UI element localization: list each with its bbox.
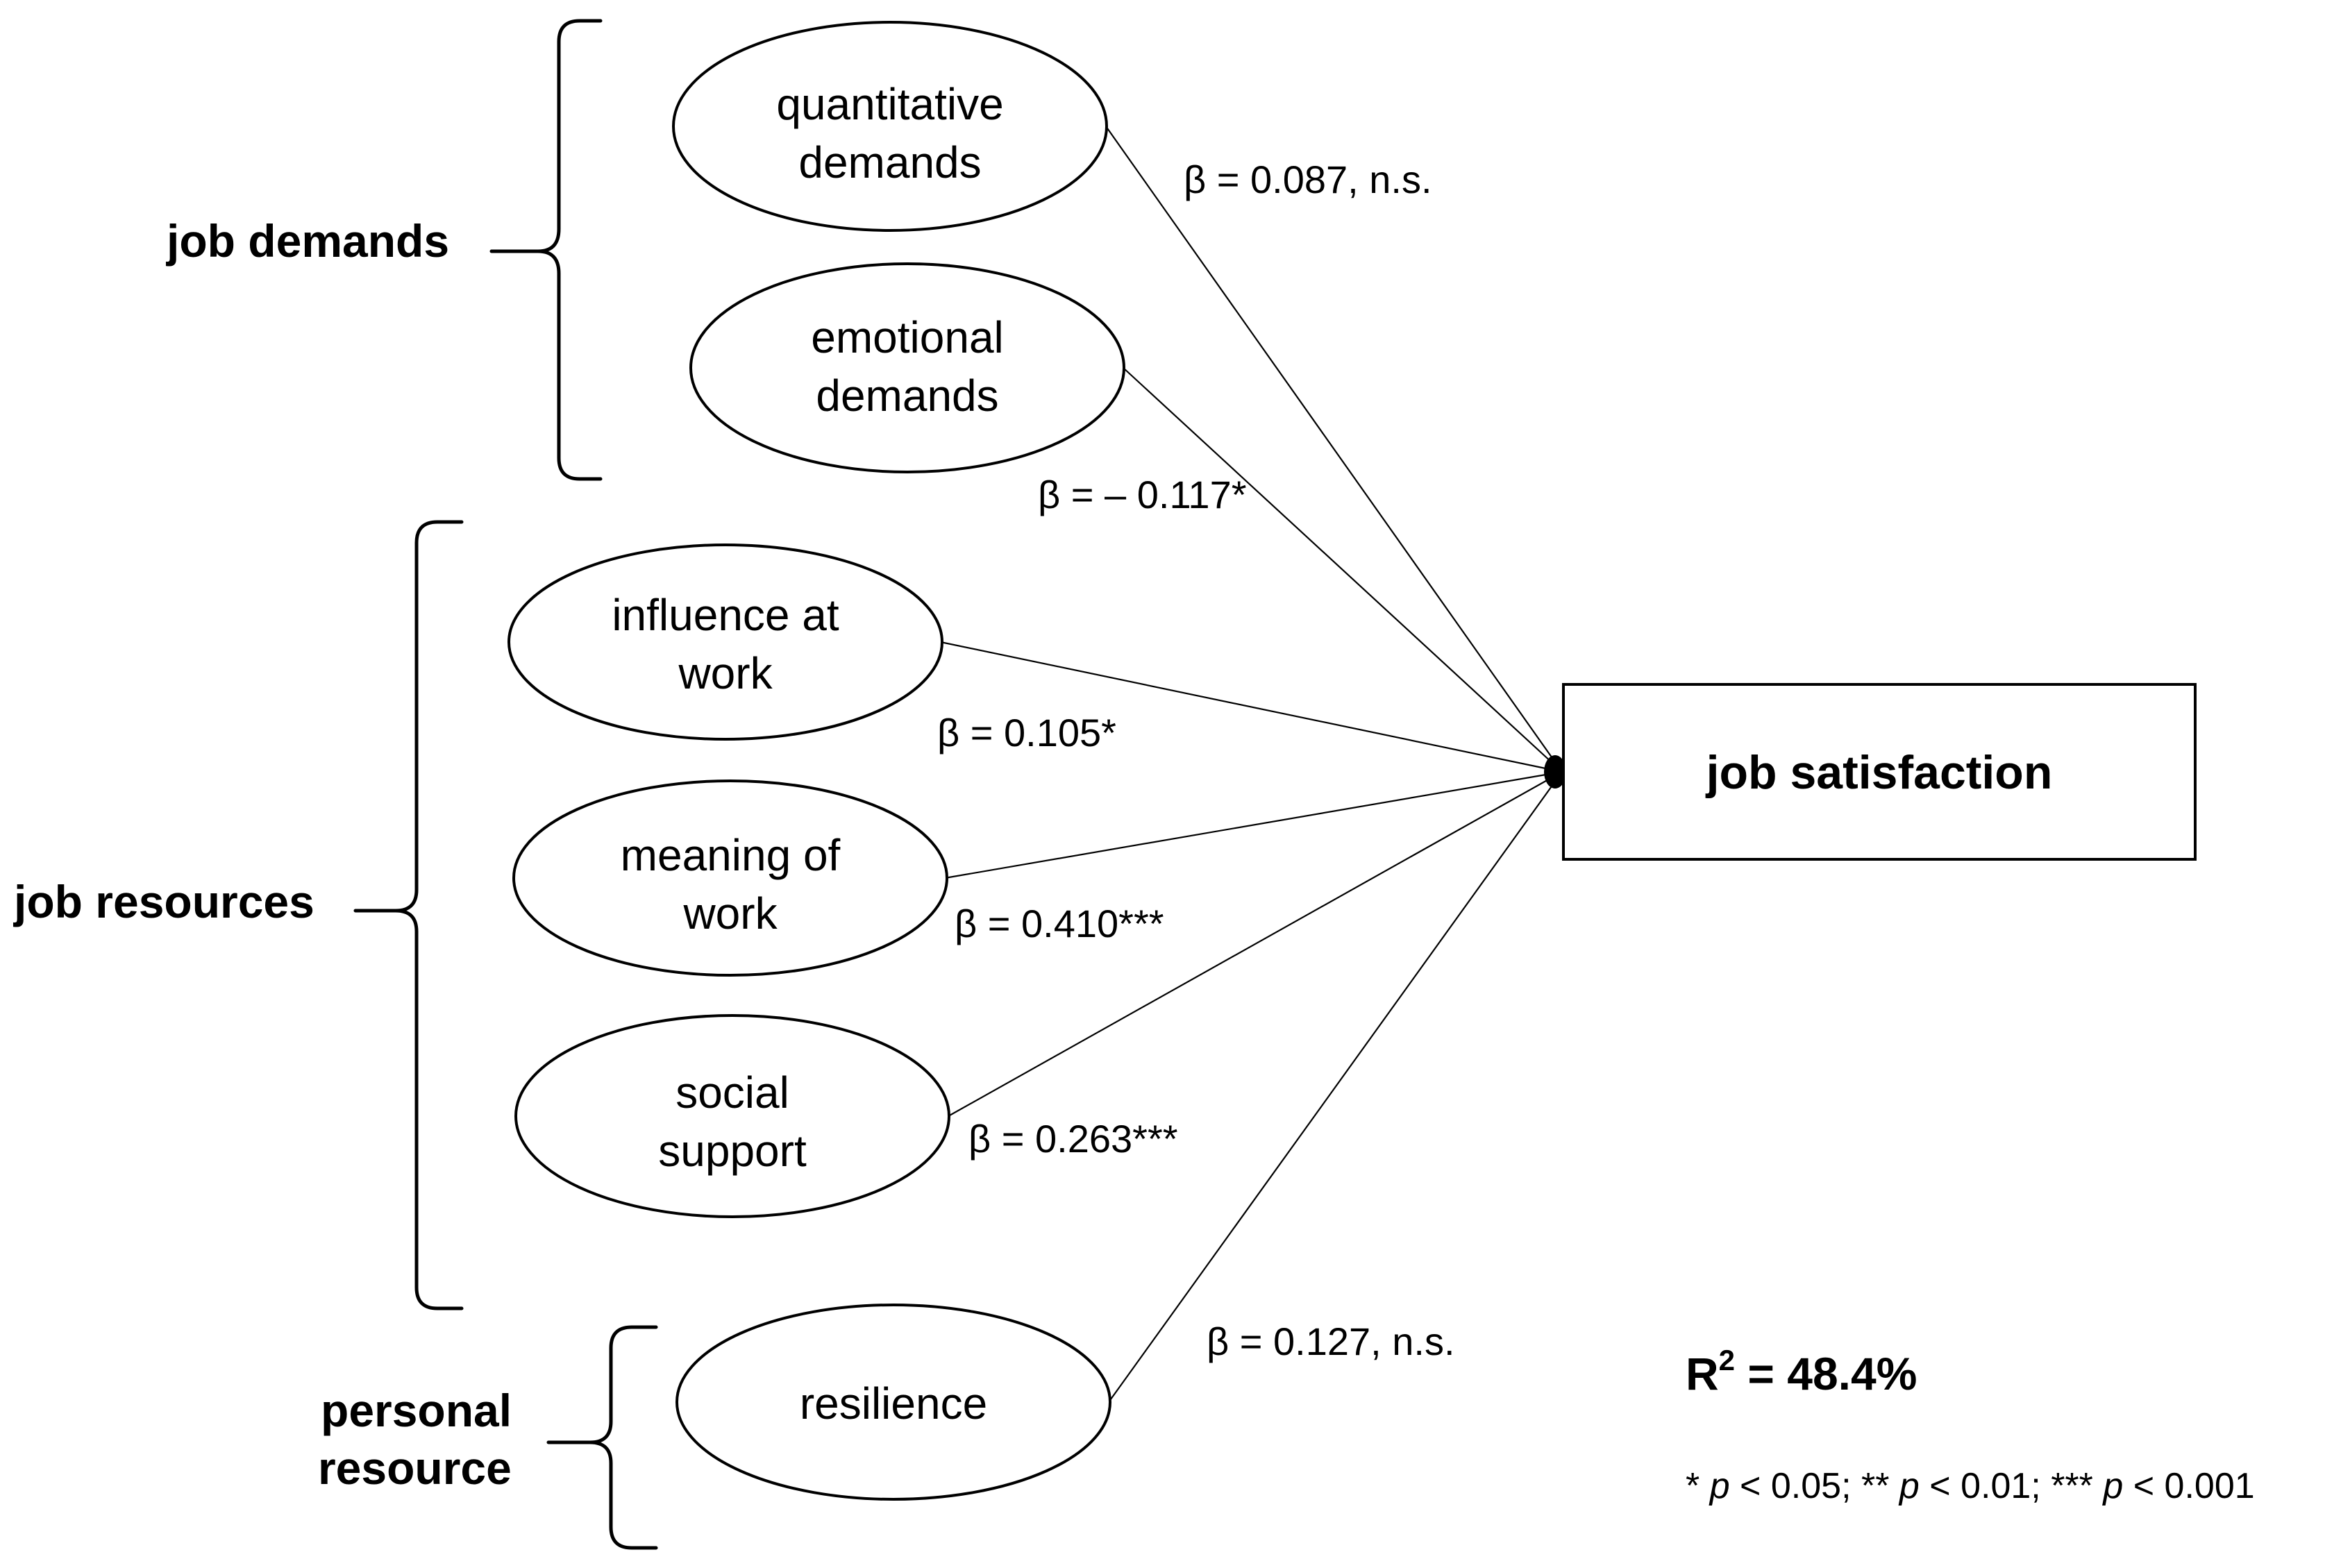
r-squared-sup: 2 <box>1719 1344 1735 1376</box>
edge-label-influence: β = 0.105* <box>937 711 1116 755</box>
paths <box>940 126 1566 1403</box>
path-meaning <box>944 770 1563 879</box>
path-social <box>948 771 1563 1117</box>
node-label-line1: meaning of <box>621 830 841 880</box>
node-label-line2: support <box>658 1126 807 1176</box>
edge-label-meaning: β = 0.410*** <box>955 902 1164 945</box>
group-label-personal: personal <box>321 1385 512 1436</box>
node-meaning-of-work: meaning of work <box>512 779 948 977</box>
edge-label-resilience: β = 0.127, n.s. <box>1207 1320 1455 1363</box>
node-ellipse <box>675 1304 1111 1501</box>
braces <box>353 19 658 1550</box>
r-squared-prefix: R <box>1686 1348 1719 1399</box>
footnote-s1: * <box>1686 1466 1710 1506</box>
node-ellipse <box>507 543 943 741</box>
node-quantitative-demands: quantitative demands <box>672 21 1108 232</box>
path-quantitative <box>1105 126 1563 773</box>
node-label-line1: quantitative <box>776 79 1003 129</box>
node-label-line1: influence at <box>612 590 839 640</box>
node-ellipse <box>689 262 1125 473</box>
arrowhead <box>1544 755 1566 789</box>
node-influence-at-work: influence at work <box>507 543 943 741</box>
footnote-t1: < 0.05; ** <box>1730 1466 1899 1506</box>
significance-footnote: * p < 0.05; ** p < 0.01; *** p < 0.001 <box>1686 1466 2255 1506</box>
path-resilience <box>1108 771 1563 1403</box>
group-label-job-demands: job demands <box>165 215 449 267</box>
edge-label-social: β = 0.263*** <box>968 1117 1178 1161</box>
footnote-t2: < 0.01; *** <box>1920 1466 2104 1506</box>
edge-label-emotional: β = – 0.117* <box>1038 473 1247 516</box>
node-label-line2: demands <box>798 137 981 187</box>
node-label-line1: social <box>675 1068 789 1118</box>
brace-job-demands <box>489 19 603 481</box>
r-squared-value: = 48.4% <box>1735 1348 1917 1399</box>
node-resilience: resilience <box>675 1304 1111 1501</box>
node-label-line1: resilience <box>800 1379 987 1428</box>
group-label-job-resources: job resources <box>12 876 314 927</box>
node-label-line2: work <box>682 888 778 938</box>
node-label-line2: work <box>678 648 773 698</box>
target-label: job satisfaction <box>1705 746 2053 799</box>
r-squared: R2 = 48.4% <box>1686 1344 1917 1399</box>
footnote-p3: p <box>2101 1466 2123 1506</box>
node-label-line1: emotional <box>811 312 1004 362</box>
target-box <box>1562 683 2197 861</box>
brace-personal-resource <box>546 1325 658 1550</box>
node-emotional-demands: emotional demands <box>689 262 1125 473</box>
target-job-satisfaction: job satisfaction <box>1562 683 2197 861</box>
path-emotional <box>1123 367 1563 773</box>
footnote-p1: p <box>1709 1466 1730 1506</box>
node-social-support: social support <box>514 1014 950 1218</box>
brace-job-resources <box>353 520 464 1310</box>
node-ellipse <box>672 21 1108 232</box>
node-ellipse <box>514 1014 950 1218</box>
path-influence <box>940 641 1563 773</box>
footnote-p2: p <box>1898 1466 1920 1506</box>
node-label-line2: demands <box>816 371 998 421</box>
node-ellipse <box>512 779 948 977</box>
group-label-resource: resource <box>318 1442 512 1494</box>
footnote-t3: < 0.001 <box>2123 1466 2254 1506</box>
edge-label-quantitative: β = 0.087, n.s. <box>1184 158 1432 201</box>
